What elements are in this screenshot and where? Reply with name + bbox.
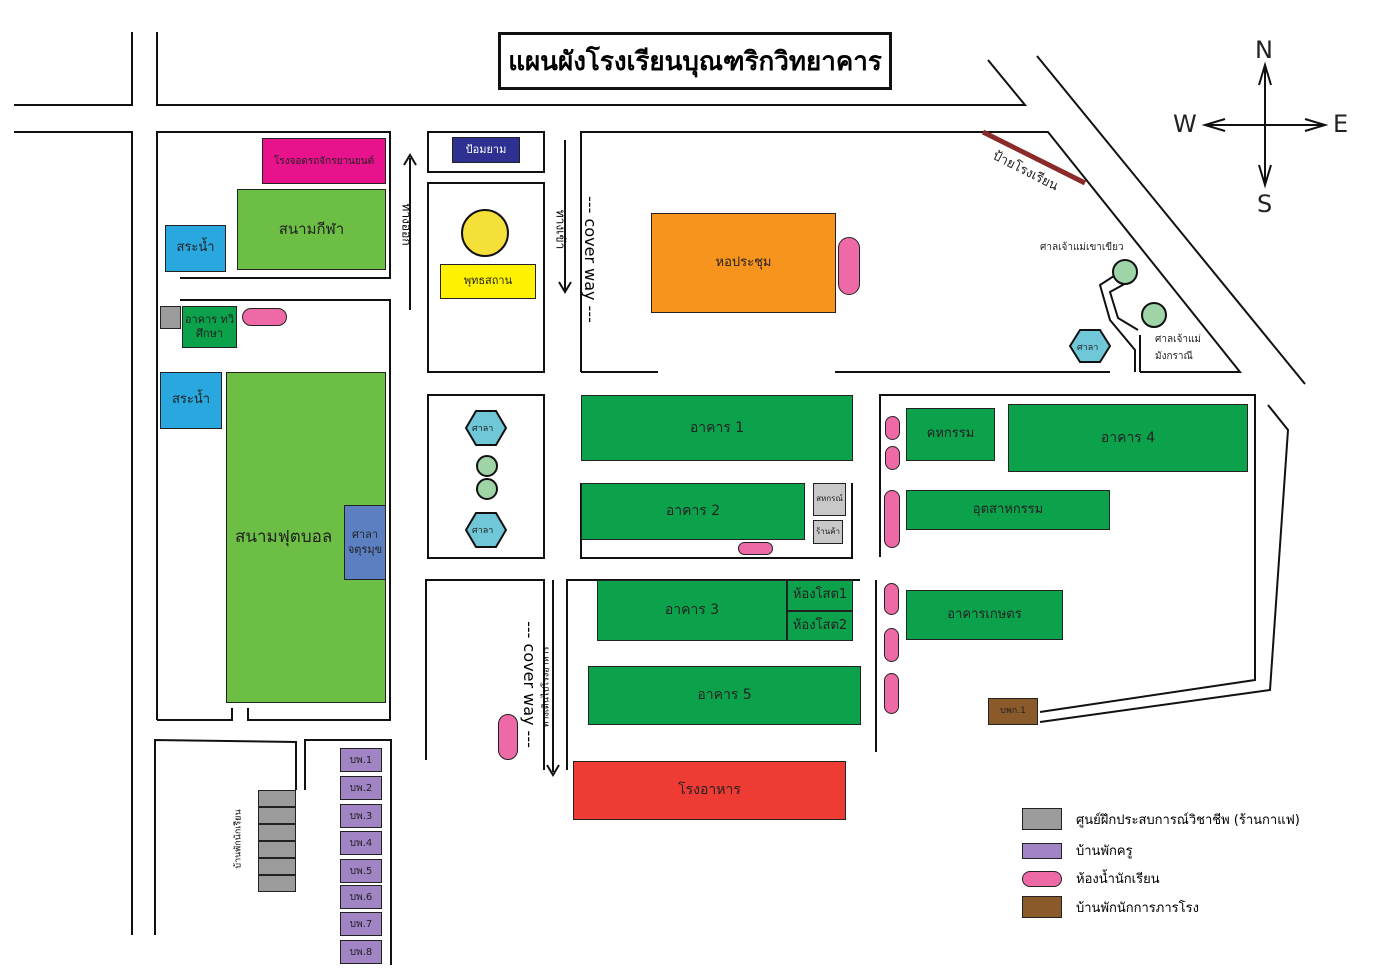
legend-label: ห้องน้ำนักเรียน <box>1076 872 1160 887</box>
teacher-house: บพ.7 <box>340 912 382 936</box>
compass-north: N <box>1255 36 1273 64</box>
restroom <box>498 714 518 760</box>
canteen: โรงอาหาร <box>573 761 846 820</box>
restroom <box>884 583 899 615</box>
exit-label: ทางออก <box>399 203 414 246</box>
teacher-house: บพ.2 <box>340 776 382 800</box>
legend-label: บ้านพักครู <box>1076 844 1133 859</box>
coffee-shop <box>160 306 181 329</box>
map-title: แผนผังโรงเรียนบุณฑริกวิทยาคาร <box>498 32 892 90</box>
teacher-house: บพ.1 <box>340 748 382 772</box>
student-dorm-label: บ้านพักนักเรียน <box>233 809 244 869</box>
av-room-1: ห้องโสต1 <box>787 580 853 611</box>
legend-item: บ้านพักนักการภารโรง <box>1022 896 1199 918</box>
walkway-to-canteen-label: ทางเดินไปโรงอาหาร <box>541 646 552 728</box>
legend-swatch <box>1022 842 1062 859</box>
restroom <box>884 628 899 662</box>
compass-east: E <box>1333 110 1349 138</box>
restroom <box>884 490 900 548</box>
guard-post: ป้อมยาม <box>452 137 520 163</box>
shop: ร้านค้า <box>813 520 843 544</box>
dual-education-building: อาคาร ทวิศึกษา <box>182 306 237 348</box>
av-room-2: ห้องโสต2 <box>787 611 853 641</box>
legend-label: บ้านพักนักการภารโรง <box>1076 900 1199 916</box>
legend-label: ศูนย์ฝึกประสบการณ์วิชาชีพ (ร้านกาแฟ) <box>1076 812 1300 828</box>
pond: สระน้ำ <box>160 372 222 429</box>
restroom <box>884 673 899 714</box>
shrine-label: ศาลเจ้าแม่ มังกราณี <box>1155 334 1202 362</box>
motorcycle-parking: โรงจอดรถจักรยานยนต์ <box>262 138 386 184</box>
janitor-house: บพก.1 <box>988 698 1038 725</box>
legend-swatch <box>1022 808 1062 830</box>
sala-label: ศาลา <box>472 424 494 434</box>
sala-label: ศาลา <box>472 526 494 536</box>
legend-item: บ้านพักครู <box>1022 840 1133 861</box>
entrance-label: ทางเข้า <box>553 209 568 250</box>
building-3: อาคาร 3 <box>597 580 787 641</box>
legend-item: ห้องน้ำนักเรียน <box>1022 868 1160 889</box>
restroom <box>738 542 773 555</box>
cooperative-store: สหกรณ์ <box>813 483 846 516</box>
building-5: อาคาร 5 <box>588 666 861 725</box>
legend-item: ศูนย์ฝึกประสบการณ์วิชาชีพ (ร้านกาแฟ) <box>1022 808 1300 830</box>
buddhist-place: พุทธสถาน <box>440 264 536 299</box>
teacher-house: บพ.6 <box>340 885 382 909</box>
home-economics-building: คหกรรม <box>906 408 995 461</box>
industrial-building: อุตสาหกรรม <box>906 490 1110 530</box>
cover-way-label: --- cover way --- <box>519 621 539 748</box>
restroom <box>885 446 900 470</box>
building-1: อาคาร 1 <box>581 395 853 461</box>
legend-swatch <box>1022 896 1062 918</box>
shrine-label: ศาลเจ้าแม่เขาเขียว <box>1040 242 1124 253</box>
sala-label: ศาลา <box>1077 343 1099 353</box>
chaturamuk-pavilion: ศาลา จตุรมุข <box>344 505 386 580</box>
building-4: อาคาร 4 <box>1008 404 1248 472</box>
teacher-house: บพ.4 <box>340 831 382 855</box>
restroom <box>242 308 287 326</box>
teacher-house: บพ.3 <box>340 804 382 828</box>
building-2: อาคาร 2 <box>581 483 805 540</box>
auditorium: หอประชุม <box>651 213 836 313</box>
compass-west: W <box>1173 110 1197 138</box>
pond: สระน้ำ <box>165 225 226 272</box>
restroom <box>838 237 860 295</box>
legend-swatch <box>1022 870 1062 887</box>
agriculture-building: อาคารเกษตร <box>906 590 1063 640</box>
teacher-house: บพ.8 <box>340 940 382 964</box>
compass-south: S <box>1257 190 1273 218</box>
student-dorm <box>258 790 296 892</box>
cover-way-label: --- cover way --- <box>580 196 600 323</box>
teacher-house: บพ.5 <box>340 859 382 883</box>
sports-field: สนามกีฬา <box>237 189 386 270</box>
restroom <box>885 416 900 440</box>
